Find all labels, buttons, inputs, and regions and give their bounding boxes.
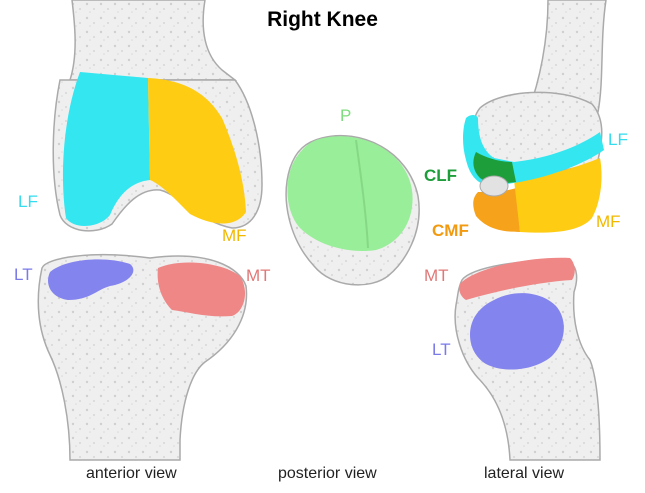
anterior-view-caption: anterior view <box>86 465 177 483</box>
lateral-mf-label: MF <box>596 212 621 232</box>
lateral-femur-notch <box>480 176 508 196</box>
anterior-mf-label: MF <box>222 226 247 246</box>
anterior-lf-label: LF <box>18 192 38 212</box>
lateral-mt-label: MT <box>424 266 449 286</box>
anterior-lt-label: LT <box>14 265 33 285</box>
lateral-cmf-label: CMF <box>432 221 469 241</box>
anterior-lateral-femur-cartilage <box>63 72 150 226</box>
lateral-lf-label: LF <box>608 130 628 150</box>
figure-title: Right Knee <box>0 8 645 32</box>
posterior-view-caption: posterior view <box>278 465 377 483</box>
posterior-view <box>286 136 419 285</box>
anterior-mt-label: MT <box>246 266 271 286</box>
lateral-view-caption: lateral view <box>484 465 564 483</box>
posterior-p-label: P <box>340 106 351 126</box>
lateral-clf-label: CLF <box>424 166 457 186</box>
lateral-view <box>455 0 606 460</box>
lateral-lt-label: LT <box>432 340 451 360</box>
